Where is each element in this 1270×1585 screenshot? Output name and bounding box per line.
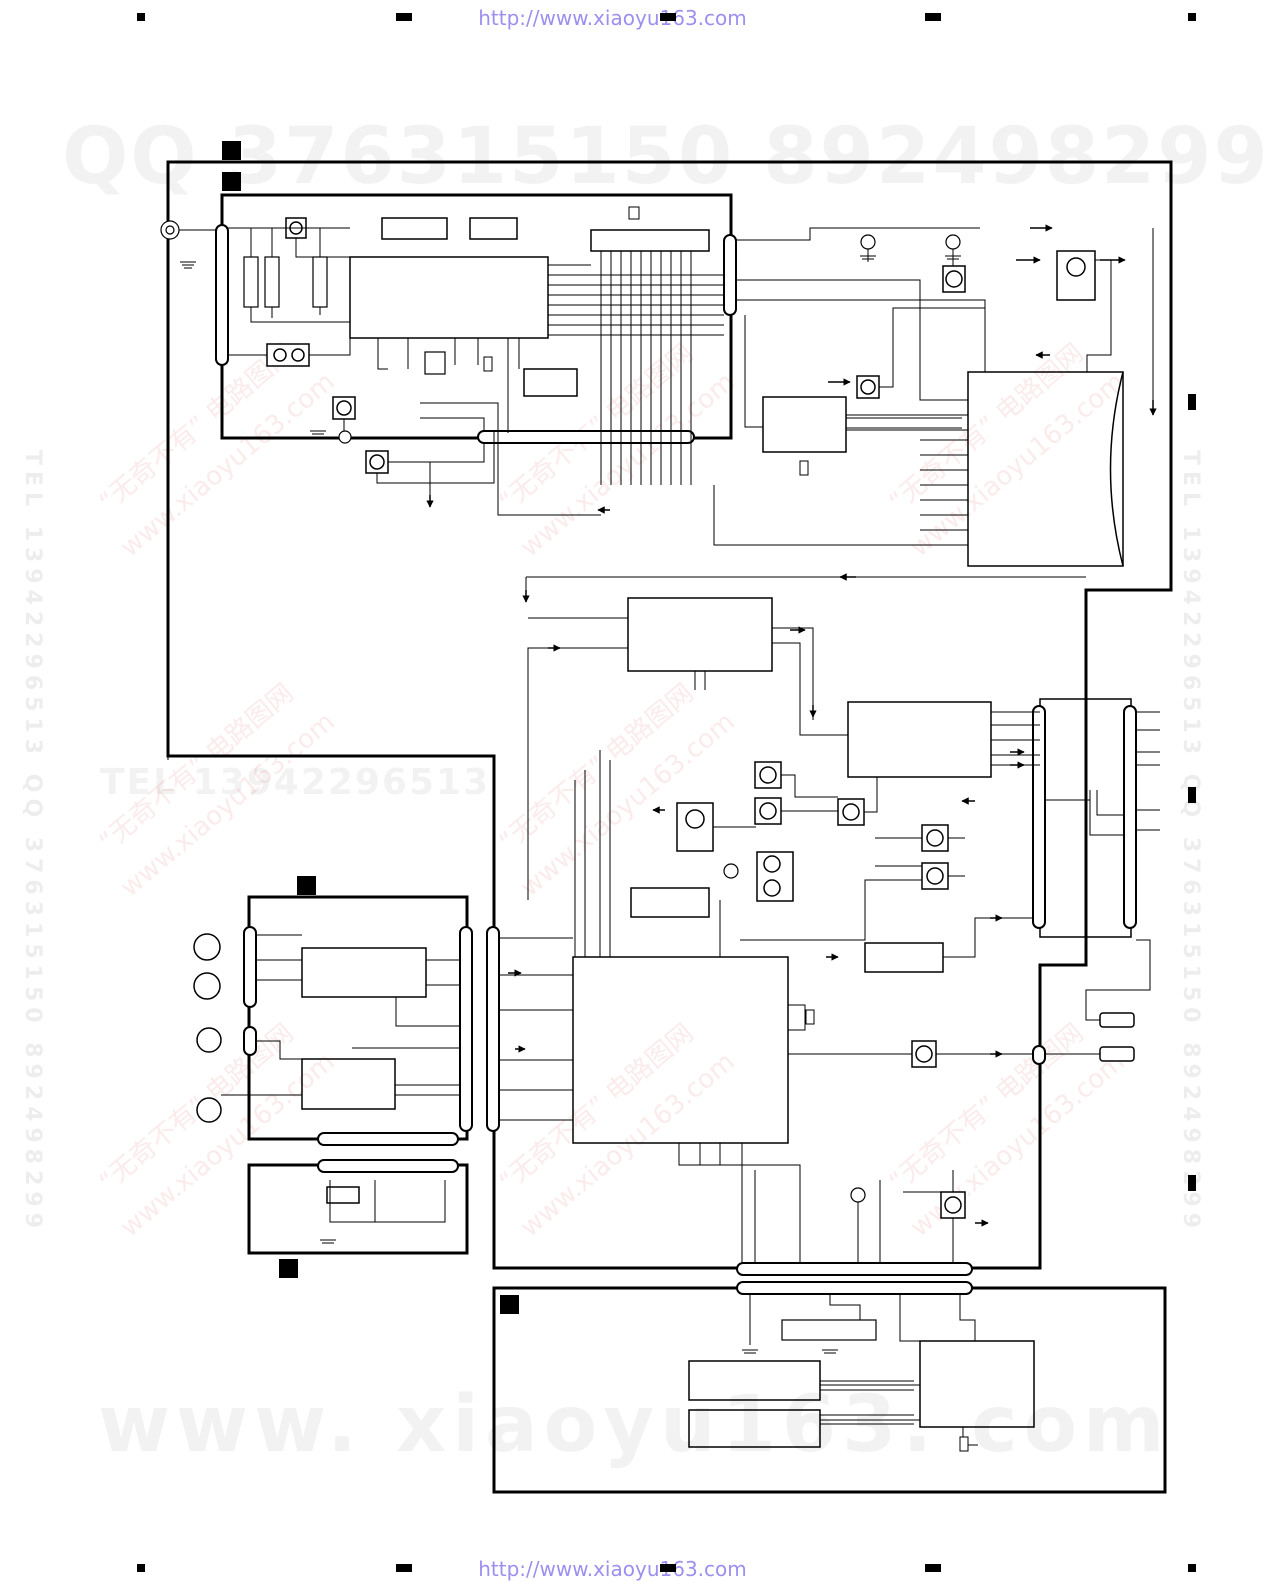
power-amp-ic (847, 701, 992, 778)
block-diagram (137, 13, 1196, 1572)
regulator-ic (864, 942, 944, 973)
horizontal-harness (317, 430, 973, 1295)
display-memory-2 (688, 1409, 821, 1448)
deck-board (247, 895, 469, 1141)
transistors (266, 217, 1096, 1219)
harness-connectors (215, 224, 1137, 1132)
section-markers (222, 141, 519, 1314)
lcd-driver-ic (967, 371, 1124, 567)
output-plugs (1099, 1012, 1135, 1062)
footer-url[interactable]: http://www.xiaoyu163.com (478, 1557, 747, 1581)
display-controller (919, 1340, 1035, 1428)
signal-wiring (167, 227, 1160, 1446)
deck-heads (193, 933, 360, 1204)
filter-block-1 (381, 217, 448, 240)
rds-ic (762, 396, 847, 453)
lamps (160, 220, 961, 1203)
small-ic (523, 368, 578, 397)
switch-board (247, 1163, 469, 1255)
registration-marks (137, 13, 1196, 1572)
lcd-panel-edge (1109, 371, 1124, 567)
audio-ic (627, 597, 773, 672)
ic-blocks (301, 217, 1132, 1448)
eeprom-ic (630, 887, 710, 918)
header-url[interactable]: http://www.xiaoyu163.com (478, 6, 747, 30)
bus-arrows (400, 417, 962, 1425)
schematic-sheet: http://www.xiaoyu163.com http://www.xiao… (20, 6, 1268, 1581)
signal-arrows (426, 224, 1157, 1227)
deck-ic-1 (301, 947, 427, 998)
tuner-connector-block (590, 229, 710, 252)
display-memory-1 (688, 1360, 821, 1401)
filter-block-2 (469, 217, 518, 240)
main-board-outline (166, 160, 1173, 1270)
crystal-oscillators (483, 206, 969, 1452)
ground-symbols (180, 255, 961, 1354)
main-microcontroller (572, 956, 789, 1144)
deck-ic-2 (301, 1058, 396, 1110)
tuner-ic (349, 256, 549, 339)
